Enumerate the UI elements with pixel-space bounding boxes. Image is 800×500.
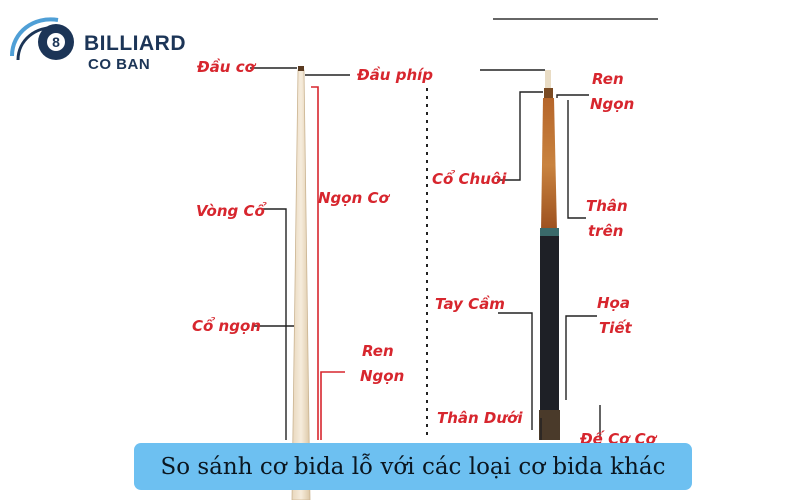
- label-ren-ngon-right-1: Ren: [592, 70, 624, 88]
- label-dau-phip: Đầu phíp: [356, 65, 433, 84]
- brand-logo: 8 BILLIARD CO BAN: [8, 12, 186, 73]
- shaft-bracket: [311, 86, 319, 440]
- brand-subtitle: CO BAN: [88, 56, 151, 73]
- label-ren-ngon-left-2: Ngọn: [360, 367, 404, 385]
- label-ngon-co: Ngọn Cơ: [318, 189, 391, 207]
- label-hoa-tiet-1: Họa: [597, 294, 630, 312]
- label-co-ngon: Cổ ngọn: [192, 316, 261, 335]
- label-than-duoi: Thân Dưới: [437, 409, 523, 427]
- label-hoa-tiet-2: Tiết: [599, 318, 633, 337]
- leader-tay-cam: [498, 312, 533, 430]
- left-cue-shaft: [291, 66, 311, 500]
- right-cue-butt: [539, 70, 560, 440]
- label-dau-co: Đầu cơ: [196, 57, 257, 76]
- label-vong-co: Vòng Cổ: [196, 201, 267, 220]
- eight-ball-icon: 8: [10, 17, 74, 61]
- label-ren-ngon-right-2: Ngọn: [590, 95, 634, 113]
- leader-ren-ngon-right: [556, 94, 589, 98]
- leader-co-chuoi: [497, 91, 543, 181]
- label-than-tren-1: Thân: [586, 197, 628, 215]
- label-tay-cam: Tay Cầm: [435, 294, 505, 313]
- caption-text: So sánh cơ bida lỗ với các loại cơ bida …: [160, 453, 666, 480]
- joint-bracket: [320, 371, 345, 440]
- leader-vong-co: [262, 208, 287, 440]
- brand-title: BILLIARD: [84, 32, 186, 55]
- leader-hoa-tiet: [565, 315, 597, 400]
- svg-text:8: 8: [52, 34, 60, 50]
- label-co-chuoi: Cổ Chuôi: [432, 169, 507, 188]
- caption-bar: So sánh cơ bida lỗ với các loại cơ bida …: [134, 443, 692, 490]
- label-than-tren-2: trên: [588, 222, 623, 240]
- label-ren-ngon-left-1: Ren: [362, 342, 394, 360]
- leader-than-tren: [567, 100, 586, 219]
